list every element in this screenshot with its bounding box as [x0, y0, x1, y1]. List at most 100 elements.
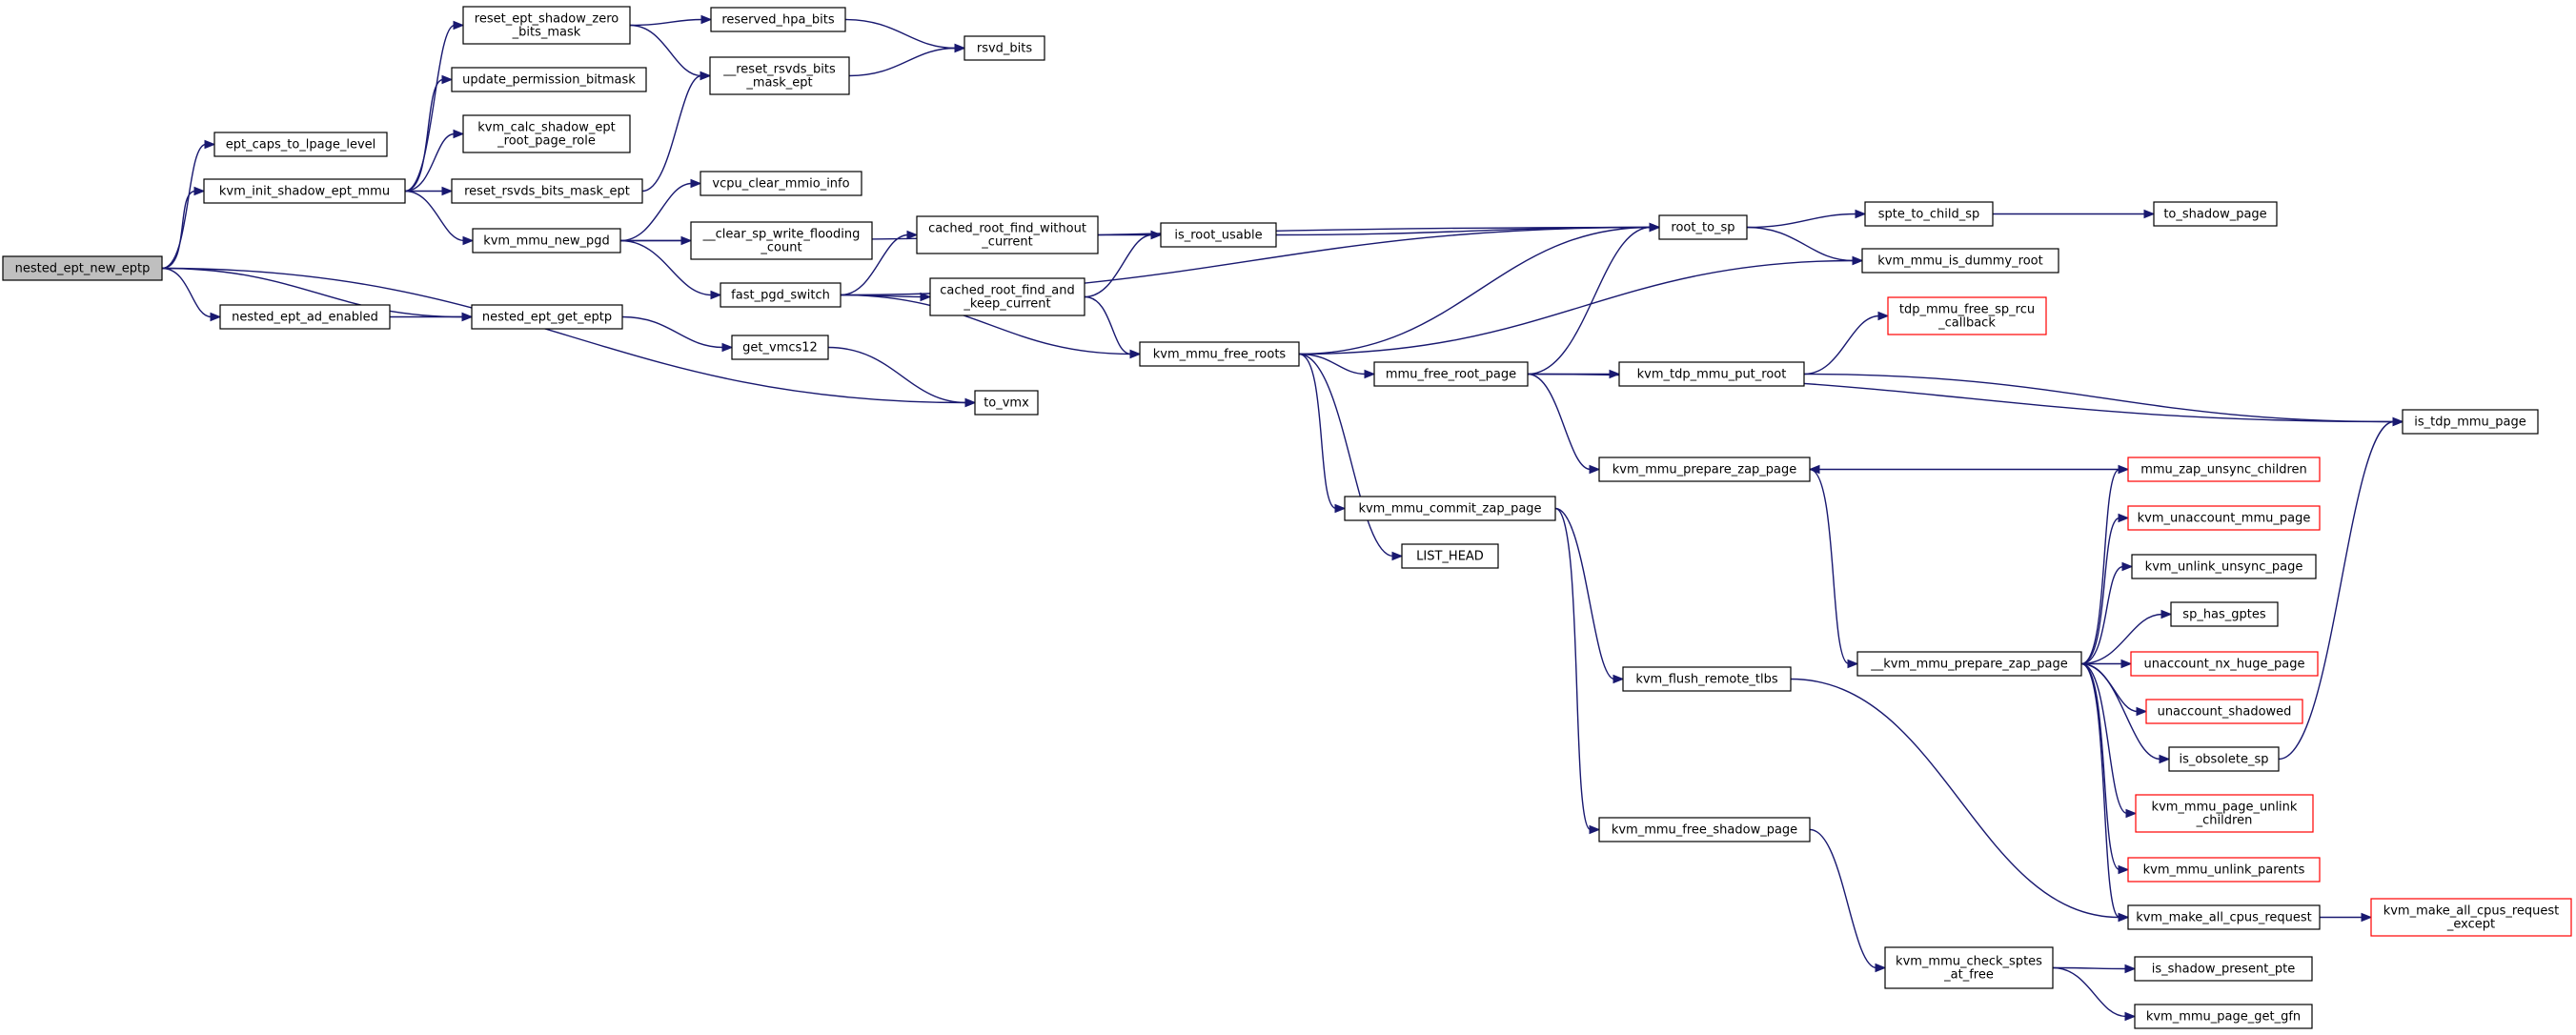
- node-box: [1658, 214, 1748, 240]
- node-reserved_hpa_bits[interactable]: reserved_hpa_bits: [710, 7, 846, 32]
- node-label: kvm_make_all_cpus_request: [2136, 911, 2312, 925]
- node-ept_caps_to_lpage_level[interactable]: ept_caps_to_lpage_level: [213, 132, 388, 157]
- node-box: [462, 114, 631, 153]
- node-tdp_mmu_free_sp_rcu_callback[interactable]: tdp_mmu_free_sp_rcu_callback: [1887, 296, 2047, 335]
- node-rsvd_bits[interactable]: rsvd_bits: [963, 35, 1045, 61]
- node-label: get_vmcs12: [742, 341, 818, 355]
- node-kvm_mmu_page_get_gfn[interactable]: kvm_mmu_page_get_gfn: [2134, 1004, 2313, 1029]
- node-kvm_mmu_is_dummy_root[interactable]: kvm_mmu_is_dummy_root: [1861, 248, 2059, 274]
- call-edge-__kvm_mmu_prepare_zap_page-to-is_obsolete_sp: [2080, 662, 2171, 764]
- call-edge-kvm_tdp_mmu_put_root-to-is_tdp_mmu_page: [1803, 373, 2404, 427]
- node-box: [2153, 201, 2278, 227]
- node-label: _callback: [1937, 316, 1996, 331]
- node-LIST_HEAD[interactable]: LIST_HEAD: [1401, 543, 1499, 569]
- node-label: kvm_mmu_unlink_parents: [2143, 863, 2305, 878]
- node-cached_root_find_and_keep_current[interactable]: cached_root_find_and_keep_current: [929, 277, 1085, 316]
- node-reset_rsvds_bits_mask_ept[interactable]: reset_rsvds_bits_mask_ept: [451, 178, 643, 204]
- node-kvm_mmu_unlink_parents[interactable]: kvm_mmu_unlink_parents: [2127, 857, 2321, 883]
- node-box: [2130, 651, 2319, 677]
- node-kvm_mmu_check_sptes_at_free[interactable]: kvm_mmu_check_sptes_at_free: [1884, 946, 2054, 989]
- node-box: [1598, 817, 1811, 842]
- node-label: cached_root_find_and: [940, 284, 1074, 298]
- node-label: __kvm_mmu_prepare_zap_page: [1870, 658, 2068, 672]
- node-nested_ept_new_eptp[interactable]: nested_ept_new_eptp: [2, 255, 163, 281]
- node-cached_root_find_without_current[interactable]: cached_root_find_without_current: [916, 215, 1099, 254]
- node-label: _count: [760, 241, 801, 255]
- call-edge-kvm_mmu_new_pgd-to-vcpu_clear_mmio_info: [619, 178, 702, 242]
- node-fast_pgd_switch[interactable]: fast_pgd_switch: [720, 282, 842, 308]
- node-nested_ept_ad_enabled[interactable]: nested_ept_ad_enabled: [219, 304, 391, 330]
- node-__clear_sp_write_flooding_count[interactable]: __clear_sp_write_flooding_count: [690, 221, 873, 260]
- node-to_shadow_page[interactable]: to_shadow_page: [2153, 201, 2278, 227]
- node-kvm_mmu_new_pgd[interactable]: kvm_mmu_new_pgd: [472, 228, 621, 254]
- call-edge-kvm_mmu_free_roots-to-kvm_mmu_is_dummy_root: [1298, 255, 1864, 355]
- node-__reset_rsvds_bits_mask_ept[interactable]: __reset_rsvds_bits_mask_ept: [709, 56, 850, 95]
- node-box: [974, 390, 1039, 416]
- node-box: [2134, 956, 2313, 982]
- node-unaccount_shadowed[interactable]: unaccount_shadowed: [2145, 699, 2303, 724]
- node-kvm_unaccount_mmu_page[interactable]: kvm_unaccount_mmu_page: [2127, 505, 2321, 531]
- call-edge-__kvm_mmu_prepare_zap_page-to-mmu_zap_unsync_children: [2080, 464, 2130, 665]
- node-label: _except: [2446, 918, 2495, 932]
- node-is_root_usable[interactable]: is_root_usable: [1160, 222, 1277, 248]
- node-label: fast_pgd_switch: [731, 289, 830, 303]
- node-vcpu_clear_mmio_info[interactable]: vcpu_clear_mmio_info: [700, 171, 862, 196]
- node-kvm_make_all_cpus_request_except[interactable]: kvm_make_all_cpus_request_except: [2370, 898, 2572, 937]
- node-__kvm_mmu_prepare_zap_page[interactable]: __kvm_mmu_prepare_zap_page: [1856, 651, 2082, 677]
- node-kvm_init_shadow_ept_mmu[interactable]: kvm_init_shadow_ept_mmu: [203, 178, 406, 204]
- node-get_vmcs12[interactable]: get_vmcs12: [731, 335, 829, 360]
- call-edge-kvm_mmu_commit_zap_page-to-kvm_mmu_free_shadow_page: [1554, 507, 1601, 835]
- node-label: kvm_flush_remote_tlbs: [1635, 673, 1778, 687]
- node-label: rsvd_bits: [977, 42, 1033, 56]
- node-root_to_sp[interactable]: root_to_sp: [1658, 214, 1748, 240]
- call-edge-nested_ept_new_eptp-to-to_vmx: [161, 267, 977, 408]
- node-label: is_root_usable: [1174, 229, 1262, 243]
- node-is_obsolete_sp[interactable]: is_obsolete_sp: [2168, 746, 2280, 772]
- node-sp_has_gptes[interactable]: sp_has_gptes: [2170, 601, 2279, 627]
- node-box: [462, 6, 631, 45]
- call-edge-reset_ept_shadow_zero_bits_mask-to-reserved_hpa_bits: [629, 14, 713, 27]
- node-kvm_unlink_unsync_page[interactable]: kvm_unlink_unsync_page: [2131, 554, 2317, 579]
- node-is_shadow_present_pte[interactable]: is_shadow_present_pte: [2134, 956, 2313, 982]
- node-kvm_mmu_free_roots[interactable]: kvm_mmu_free_roots: [1139, 341, 1300, 367]
- node-label: kvm_mmu_page_unlink: [2152, 801, 2298, 815]
- node-box: [2135, 794, 2314, 833]
- node-label: __clear_sp_write_flooding: [702, 228, 861, 242]
- call-edge-__kvm_mmu_prepare_zap_page-to-kvm_unlink_unsync_page: [2080, 561, 2134, 665]
- node-kvm_flush_remote_tlbs[interactable]: kvm_flush_remote_tlbs: [1622, 666, 1792, 692]
- node-spte_to_child_sp[interactable]: spte_to_child_sp: [1864, 201, 1994, 227]
- call-edge-kvm_mmu_free_roots-to-mmu_free_root_page: [1298, 353, 1376, 379]
- node-kvm_mmu_free_shadow_page[interactable]: kvm_mmu_free_shadow_page: [1598, 817, 1811, 842]
- call-edge-kvm_init_shadow_ept_mmu-to-update_permission_bitmask: [404, 74, 454, 193]
- node-box: [213, 132, 388, 157]
- node-label: kvm_mmu_free_shadow_page: [1612, 823, 1797, 838]
- node-mmu_zap_unsync_children[interactable]: mmu_zap_unsync_children: [2127, 457, 2321, 482]
- call-edge-nested_ept_ad_enabled-to-nested_ept_get_eptp: [390, 312, 474, 322]
- node-reset_ept_shadow_zero_bits_mask[interactable]: reset_ept_shadow_zero_bits_mask: [462, 6, 631, 45]
- node-kvm_mmu_commit_zap_page[interactable]: kvm_mmu_commit_zap_page: [1344, 496, 1556, 521]
- node-box: [2134, 1004, 2313, 1029]
- call-edge-mmu_free_root_page-to-root_to_sp: [1527, 222, 1661, 375]
- node-is_tdp_mmu_page[interactable]: is_tdp_mmu_page: [2402, 409, 2539, 435]
- node-box: [2127, 904, 2321, 930]
- call-edge-kvm_init_shadow_ept_mmu-to-kvm_calc_shadow_ept_root_page_role: [404, 129, 465, 193]
- node-kvm_mmu_page_unlink_children[interactable]: kvm_mmu_page_unlink_children: [2135, 794, 2314, 833]
- node-kvm_mmu_prepare_zap_page[interactable]: kvm_mmu_prepare_zap_page: [1598, 457, 1811, 482]
- node-box: [720, 282, 842, 308]
- node-label: unaccount_nx_huge_page: [2144, 658, 2305, 672]
- node-mmu_free_root_page[interactable]: mmu_free_root_page: [1373, 361, 1529, 387]
- node-label: kvm_mmu_prepare_zap_page: [1613, 463, 1797, 477]
- node-nested_ept_get_eptp[interactable]: nested_ept_get_eptp: [471, 304, 623, 330]
- node-to_vmx[interactable]: to_vmx: [974, 390, 1039, 416]
- node-kvm_calc_shadow_ept_root_page_role[interactable]: kvm_calc_shadow_ept_root_page_role: [462, 114, 631, 153]
- node-kvm_make_all_cpus_request[interactable]: kvm_make_all_cpus_request: [2127, 904, 2321, 930]
- node-label: kvm_mmu_page_get_gfn: [2146, 1010, 2301, 1025]
- call-edge-reset_rsvds_bits_mask_ept-to-__reset_rsvds_bits_mask_ept: [641, 71, 712, 193]
- call-edge-kvm_mmu_check_sptes_at_free-to-is_shadow_present_pte: [2052, 964, 2137, 974]
- node-kvm_tdp_mmu_put_root[interactable]: kvm_tdp_mmu_put_root: [1618, 361, 1805, 387]
- node-unaccount_nx_huge_page[interactable]: unaccount_nx_huge_page: [2130, 651, 2319, 677]
- node-label: kvm_init_shadow_ept_mmu: [219, 185, 390, 199]
- node-update_permission_bitmask[interactable]: update_permission_bitmask: [451, 67, 647, 92]
- node-box: [2, 255, 163, 281]
- node-box: [709, 56, 850, 95]
